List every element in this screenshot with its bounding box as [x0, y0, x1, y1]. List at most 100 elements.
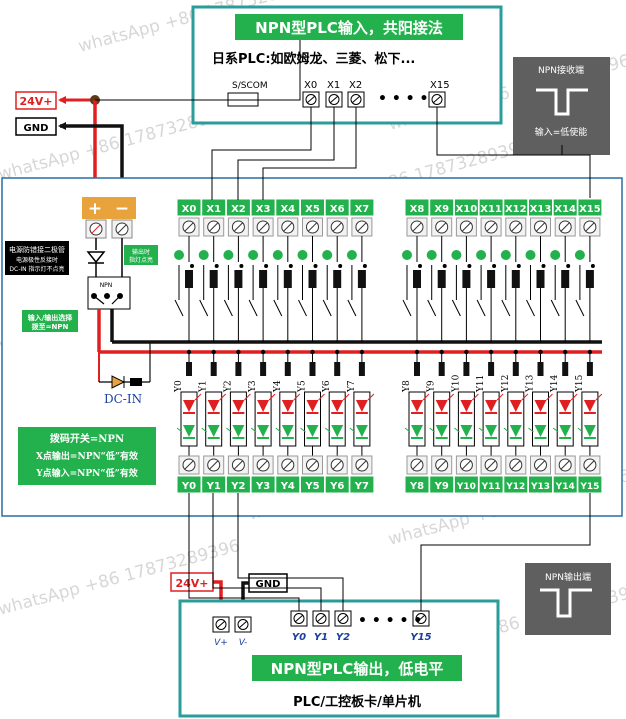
node-dot — [566, 264, 571, 268]
x-indicator-led — [174, 250, 184, 260]
y-vert-label-1: Y1 — [199, 380, 209, 393]
bottom-term-label-y0: Y0 — [292, 632, 306, 643]
node-dot — [516, 264, 521, 268]
y-resistor — [186, 362, 192, 376]
x-screw-slot — [332, 222, 342, 232]
x-header-cell — [324, 198, 350, 217]
led-ray — [219, 393, 227, 401]
x-switch-blade — [199, 299, 209, 317]
x-screw-slot — [462, 222, 471, 232]
red-led — [460, 400, 473, 412]
x-switch-blade — [174, 299, 184, 317]
dc-in-label: DC-IN — [104, 392, 142, 406]
bottom-terminal-dots: • • • • • — [358, 613, 422, 629]
green-led — [183, 425, 195, 437]
vplus-label: V+ — [214, 638, 228, 648]
led-ray — [244, 393, 251, 401]
x-switch-blade — [347, 299, 357, 317]
x-header-cell — [300, 198, 325, 217]
x-screw-slot — [283, 222, 293, 232]
green-led — [355, 425, 368, 437]
x-switch-blade — [322, 299, 332, 317]
red-led — [509, 400, 522, 412]
bottom-subtitle: PLC/工控板卡/单片机 — [293, 694, 421, 710]
top-terminal-screws — [302, 91, 446, 108]
y-vert-label-0: Y0 — [174, 380, 184, 393]
red-led — [534, 400, 547, 412]
node-dot — [418, 264, 422, 268]
led-ray — [176, 427, 183, 433]
board-power-screws — [85, 219, 133, 239]
led-ray — [275, 427, 282, 433]
x-screw-slot — [209, 222, 219, 232]
y-header-cell — [250, 475, 276, 494]
led-ray — [528, 427, 534, 433]
dip-info-3: Y点输入=NPN“低”有效 — [35, 467, 139, 479]
x-screw-slot — [234, 222, 243, 232]
top-24v-label: 24V+ — [19, 95, 52, 108]
io-channels: X0Y0Y0X1Y1Y1X2Y2Y2X3Y3Y3X4Y4Y4X5Y5Y5X6Y6… — [174, 198, 603, 494]
x-switch-blade — [476, 299, 486, 317]
green-led — [281, 425, 294, 437]
x-header-cell — [404, 198, 430, 217]
y-resistor — [260, 362, 267, 376]
x-label-4: X4 — [280, 204, 295, 215]
protect-note-box — [5, 241, 69, 275]
low-pulse-output-icon — [540, 588, 592, 618]
y-header-cell — [349, 475, 375, 494]
y-label-9: Y9 — [434, 481, 449, 492]
x-screw-slot — [308, 222, 317, 232]
green-led — [257, 425, 270, 437]
x-indicator-led — [248, 250, 259, 260]
x-label-8: X8 — [410, 204, 425, 215]
green-led — [411, 425, 423, 437]
led-ray — [268, 393, 276, 401]
x-relay-contact — [437, 270, 446, 288]
x-label-1: X1 — [206, 204, 221, 215]
x-header-cell — [176, 198, 202, 217]
led-ray — [404, 427, 411, 433]
x-label-13: X13 — [530, 204, 552, 215]
protect-note-2: 电源极性反接时 — [16, 256, 58, 264]
led-ray — [300, 427, 306, 433]
green-led — [509, 425, 522, 437]
node-dot — [214, 264, 219, 268]
x-indicator-led — [550, 250, 561, 260]
vminus-label: V- — [239, 638, 248, 648]
x-label-9: X9 — [434, 204, 449, 215]
y-label-14: Y14 — [555, 482, 575, 492]
x-indicator-led — [198, 250, 209, 260]
y-header-cell — [552, 475, 578, 494]
green-led — [331, 425, 344, 437]
y-header-cell — [478, 475, 504, 494]
node-dot — [442, 264, 447, 268]
y-resistor — [235, 362, 242, 376]
bottom-title: NPN型PLC输出，低电平 — [271, 660, 444, 678]
x-switch-blade — [402, 299, 412, 317]
x-label-2: X2 — [231, 204, 246, 215]
x-relay-contact — [308, 270, 317, 288]
y-screw-slot — [486, 460, 496, 470]
x-indicator-led — [426, 250, 437, 260]
top-24v-label-box — [15, 91, 57, 110]
indicator-note-2: 指灯点亮 — [129, 256, 153, 264]
y-vert-label-15: Y15 — [575, 374, 585, 393]
scom-label: S/SCOM — [232, 81, 268, 91]
led-ray — [349, 427, 356, 433]
led-ray — [318, 393, 325, 401]
x-screw-slot — [511, 222, 521, 232]
led-ray — [546, 393, 553, 401]
npn-switch-label: NPN — [100, 282, 113, 289]
y-label-12: Y12 — [505, 482, 525, 492]
led-ray — [595, 393, 603, 401]
x-relay-contact — [536, 270, 545, 288]
io-select-note-1: 输入/输出选择 — [28, 313, 74, 322]
